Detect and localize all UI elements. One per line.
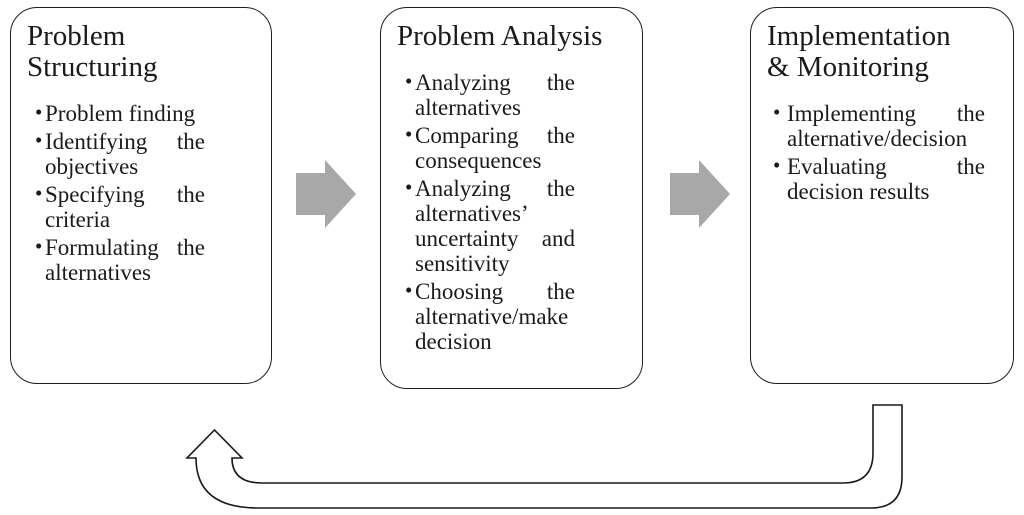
list-item: • Analyzing the alternatives [397,69,575,120]
bullet-icon: • [35,100,43,124]
stage-box-implementation-monitoring: Implementation & Monitoring • Implementi… [750,7,1014,384]
list-item: • Choosing the alternative/make decision [397,278,575,354]
bullet-text: Identifying the objectives [45,129,205,179]
bullet-icon: • [35,234,43,258]
list-item: • Specifying the criteria [27,181,205,232]
list-item: • Analyzing the alternatives’ uncertaint… [397,175,575,276]
stage-box-problem-analysis: Problem Analysis • Analyzing the alterna… [380,7,643,389]
right-block-arrow-icon [670,160,730,228]
stage-title-line: Structuring [27,51,158,83]
stage-title-problem-analysis: Problem Analysis [397,21,626,52]
bullet-icon: • [773,153,781,177]
list-item: • Comparing the consequences [397,122,575,173]
stage-title-line: Problem Analysis [397,20,603,52]
bullet-icon: • [405,278,413,302]
stage-title-line: & Monitoring [767,51,929,83]
list-item: • Formulating the alternatives [27,234,205,285]
bullet-text: Analyzing the alternatives’ uncertainty … [415,176,575,276]
stage-bullet-list: • Analyzing the alternatives • Comparing… [397,69,626,354]
bullet-icon: • [773,100,781,124]
bullet-text: Problem finding [45,101,196,126]
list-item: • Evaluating the decision results [767,153,985,204]
bullet-text: Comparing the consequences [415,123,575,173]
bullet-text: Analyzing the alternatives [415,70,575,120]
bullet-text: Formulating the alternatives [45,235,205,285]
bullet-icon: • [35,128,43,152]
list-item: • Problem finding [27,100,205,126]
right-block-arrow-icon [296,160,356,228]
bullet-text: Choosing the alternative/make decision [415,279,575,354]
stage-title-line: Implementation [767,20,951,52]
stage-bullet-list: • Problem finding • Identifying the obje… [27,100,255,285]
bullet-icon: • [405,122,413,146]
bullet-icon: • [405,175,413,199]
bullet-text: Specifying the criteria [45,182,205,232]
bullet-icon: • [405,69,413,93]
stage-title-problem-structuring: Problem Structuring [27,21,255,83]
stage-bullet-list: • Implementing the alternative/decision … [767,100,997,204]
list-item: • Implementing the alternative/decision [767,100,985,151]
list-item: • Identifying the objectives [27,128,205,179]
stage-box-problem-structuring: Problem Structuring • Problem finding • … [10,7,272,384]
stage-title-line: Problem [27,20,126,52]
bullet-icon: • [35,181,43,205]
stage-title-implementation-monitoring: Implementation & Monitoring [767,21,997,83]
bullet-text: Evaluating the decision results [787,154,985,204]
bullet-text: Implementing the alternative/decision [787,101,985,151]
